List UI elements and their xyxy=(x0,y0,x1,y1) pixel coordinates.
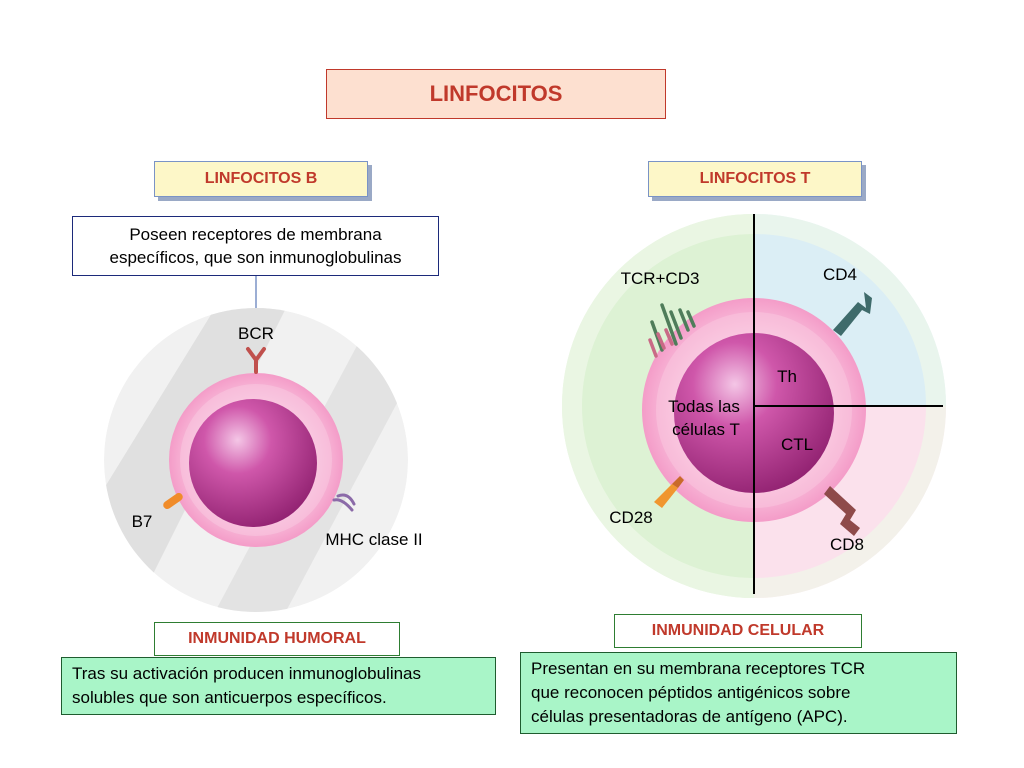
b-cell xyxy=(163,347,356,547)
cd28-receptor-icon xyxy=(654,476,684,508)
humoral-description: Tras su activación producen inmunoglobul… xyxy=(61,657,496,715)
cd4-label: CD4 xyxy=(823,265,857,284)
b-cells-note-line1: Poseen receptores de membrana xyxy=(129,225,382,244)
b-cells-header: LINFOCITOS B xyxy=(154,161,368,197)
bcr-label: BCR xyxy=(238,324,274,343)
ctl-label: CTL xyxy=(781,435,813,454)
humoral-description-line2: solubles que son anticuerpos específicos… xyxy=(72,688,387,707)
t-cells-header: LINFOCITOS T xyxy=(648,161,862,197)
todas-line1-label: Todas las xyxy=(668,397,740,416)
cellular-description-line2: que reconocen péptidos antigénicos sobre xyxy=(531,683,851,702)
mhc-class-ii-icon xyxy=(332,493,356,512)
b-cells-note-line2: específicos, que son inmunoglobulinas xyxy=(109,248,402,267)
humoral-description-line1: Tras su activación producen inmunoglobul… xyxy=(72,664,422,683)
th-label: Th xyxy=(777,367,797,386)
todas-line2-label: células T xyxy=(672,420,740,439)
cellular-description: Presentan en su membrana receptores TCR … xyxy=(520,652,957,734)
b7-label: B7 xyxy=(132,512,153,531)
page-title: LINFOCITOS xyxy=(326,69,666,119)
cellular-description-line1: Presentan en su membrana receptores TCR xyxy=(531,659,866,678)
cellular-description-line3: células presentadoras de antígeno (APC). xyxy=(531,707,848,726)
b-cells-note: Poseen receptores de membrana específico… xyxy=(72,216,439,276)
b7-receptor-icon xyxy=(163,492,183,510)
cd4-receptor-icon xyxy=(833,292,872,336)
cd8-label: CD8 xyxy=(830,535,864,554)
tcr-cd3-receptor-icon xyxy=(648,303,696,358)
mhc-class-ii-label: MHC clase II xyxy=(325,530,422,549)
cd8-receptor-icon xyxy=(824,486,860,536)
b-cell-nucleus xyxy=(189,399,317,527)
cellular-immunity-box: INMUNIDAD CELULAR xyxy=(614,614,862,648)
cd28-label: CD28 xyxy=(609,508,652,527)
tcr-cd3-label: TCR+CD3 xyxy=(621,269,700,288)
humoral-immunity-box: INMUNIDAD HUMORAL xyxy=(154,622,400,656)
bcr-receptor-icon xyxy=(246,347,266,374)
